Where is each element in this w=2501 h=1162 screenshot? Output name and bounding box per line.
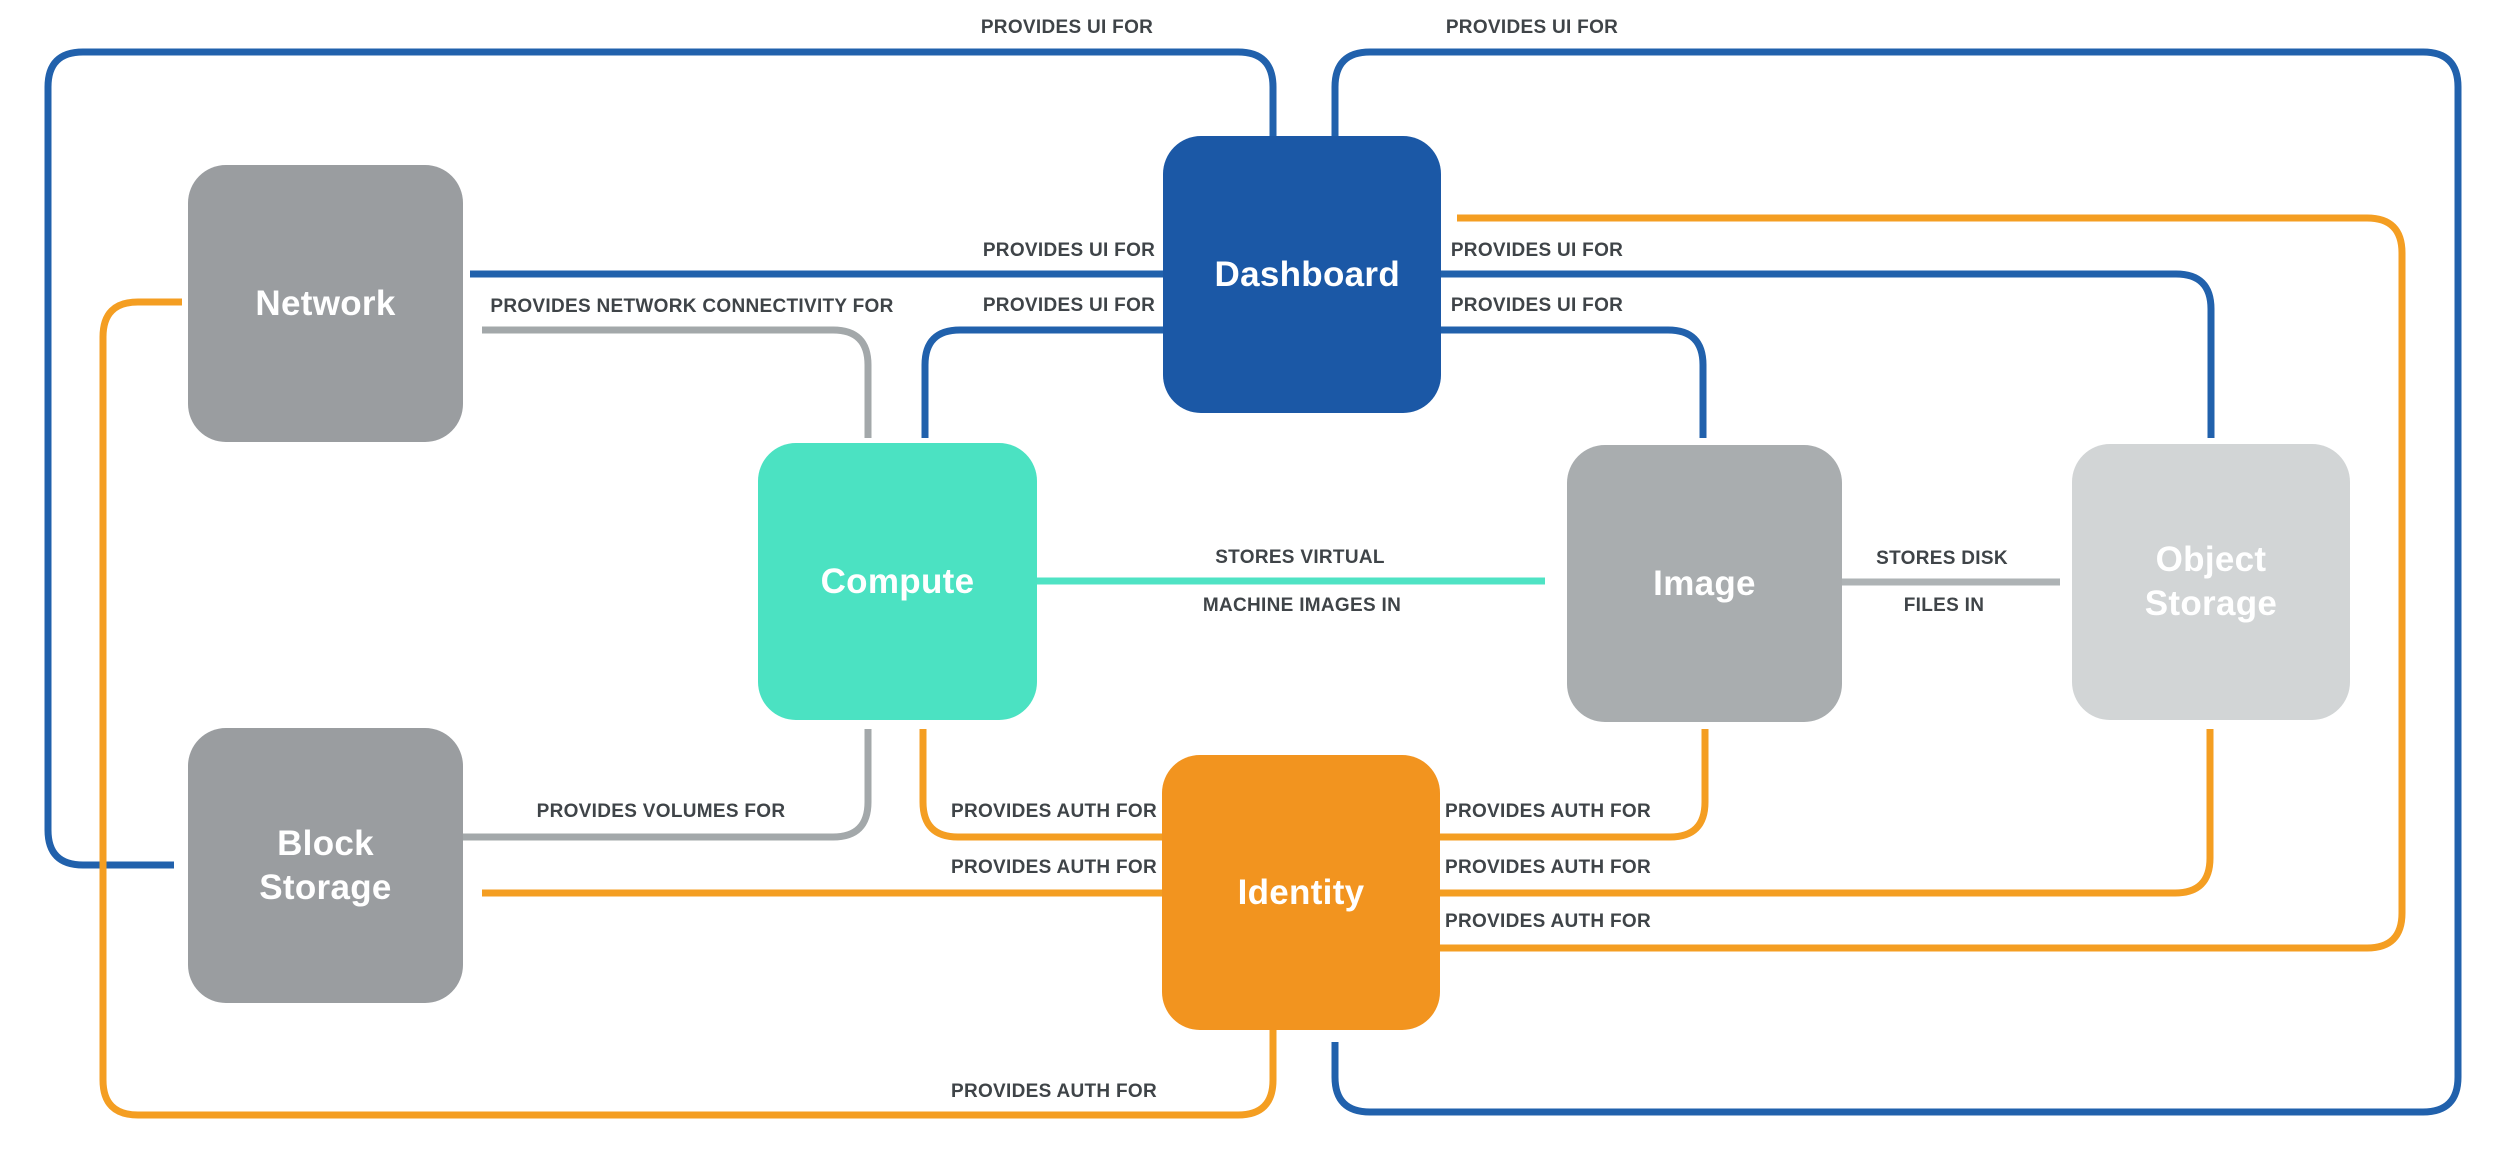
edge-label-identity-dashboard: PROVIDES AUTH FOR (1444, 911, 1652, 932)
edge-dashboard-compute (921, 326, 1163, 438)
edge-label-identity-blockstorage: PROVIDES AUTH FOR (950, 857, 1158, 878)
node-network: Network (188, 165, 463, 442)
edge-dashboard-objectstorage (1441, 270, 2215, 438)
edge-identity-compute (919, 729, 1162, 841)
node-compute-label: Compute (820, 561, 975, 601)
edge-label-compute-image-line2: MACHINE IMAGES IN (1202, 595, 1402, 616)
edge-label-image-objectstorage-line1: STORES DISK (1876, 548, 2008, 569)
edge-label-dashboard-network: PROVIDES UI FOR (982, 240, 1156, 261)
edge-dashboard-image (1441, 326, 1707, 438)
node-dashboard-label: Dashboard (1214, 254, 1401, 294)
node-image-label: Image (1653, 563, 1756, 603)
edge-label-dashboard-compute: PROVIDES UI FOR (982, 295, 1156, 316)
edge-label-dashboard-image: PROVIDES UI FOR (1450, 295, 1624, 316)
node-identity: Identity (1162, 755, 1440, 1030)
edge-blockstorage-compute (463, 729, 872, 841)
edge-identity-network (99, 298, 1277, 1119)
edge-identity-image (1440, 729, 1709, 841)
node-compute: Compute (758, 443, 1037, 720)
edge-dashboard-identity (1331, 48, 2462, 1116)
edge-label-dashboard-identity: PROVIDES UI FOR (1445, 17, 1619, 38)
edge-label-identity-image: PROVIDES AUTH FOR (1444, 801, 1652, 822)
edge-label-identity-compute: PROVIDES AUTH FOR (950, 801, 1158, 822)
node-object-storage: Object Storage (2072, 444, 2350, 720)
node-object-storage-label: Object Storage (2144, 540, 2278, 623)
node-network-label: Network (255, 283, 396, 323)
edge-label-network-compute: PROVIDES NETWORK CONNECTIVITY FOR (490, 296, 894, 317)
node-dashboard: Dashboard (1163, 136, 1441, 413)
edge-label-image-objectstorage-line2: FILES IN (1903, 595, 1985, 616)
edge-label-dashboard-blockstorage: PROVIDES UI FOR (980, 17, 1154, 38)
edge-label-dashboard-objectstorage: PROVIDES UI FOR (1450, 240, 1624, 261)
edge-label-blockstorage-compute: PROVIDES VOLUMES FOR (536, 801, 786, 822)
node-block-storage-label: Block Storage (259, 823, 392, 907)
edge-label-identity-objectstorage: PROVIDES AUTH FOR (1444, 857, 1652, 878)
edge-label-compute-image-line1: STORES VIRTUAL (1215, 547, 1385, 568)
edge-identity-objectstorage (1440, 729, 2214, 897)
edge-dashboard-blockstorage (44, 48, 1277, 869)
node-identity-label: Identity (1237, 872, 1365, 912)
edge-label-identity-network: PROVIDES AUTH FOR (950, 1081, 1158, 1102)
node-image: Image (1567, 445, 1842, 722)
edge-identity-dashboard (1440, 214, 2406, 952)
edge-network-compute (482, 326, 872, 438)
node-block-storage: Block Storage (188, 728, 463, 1003)
